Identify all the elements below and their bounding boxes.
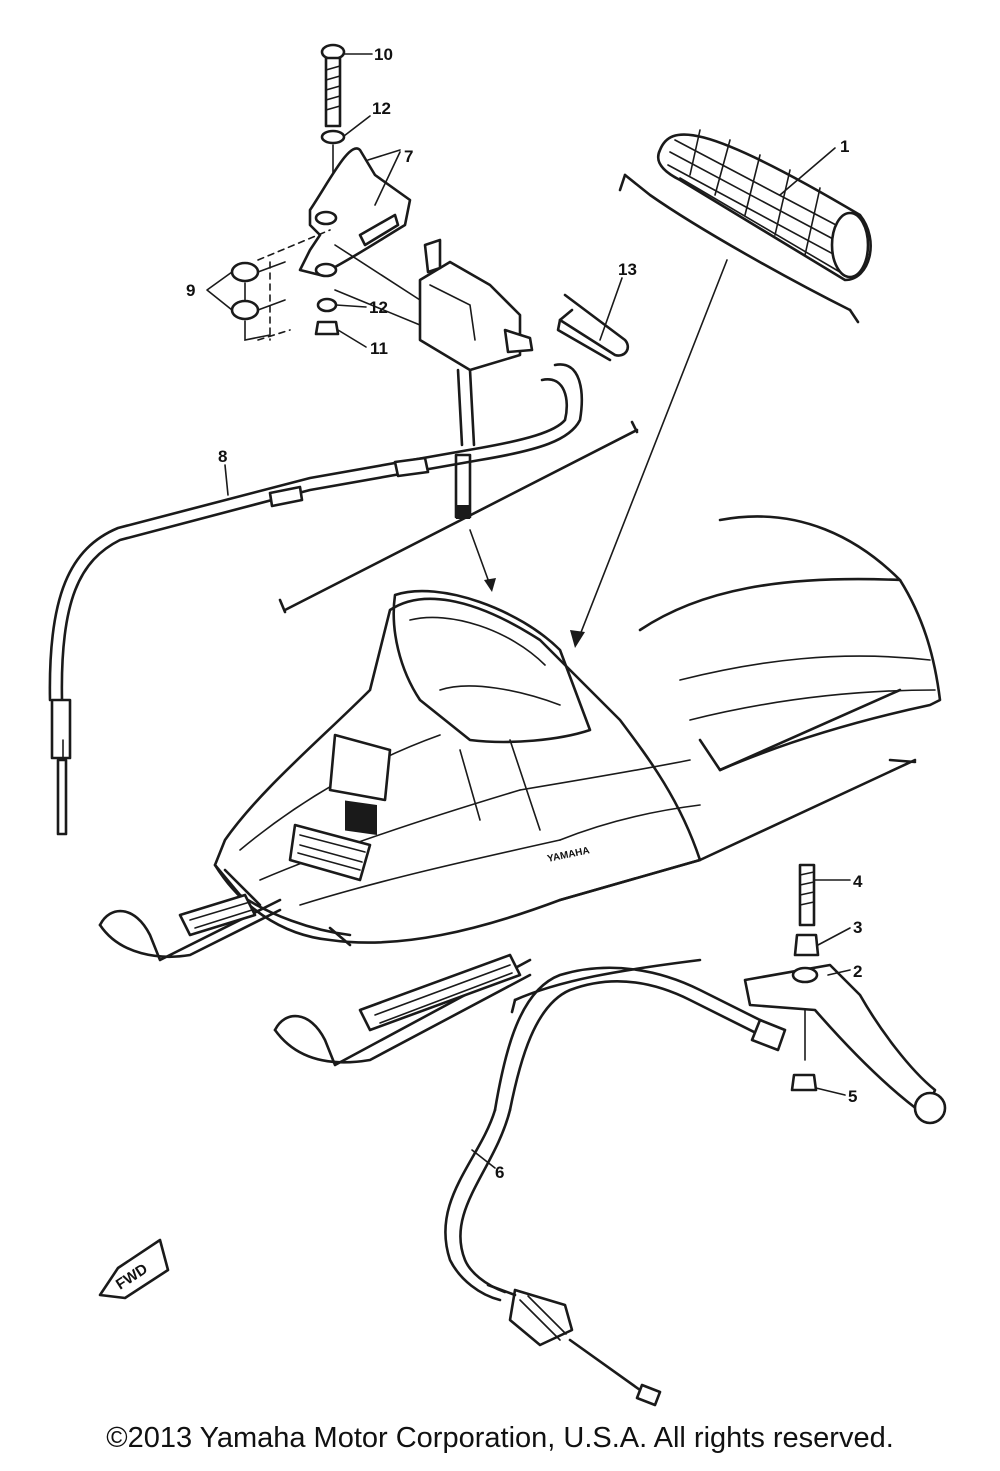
part-clip [556, 293, 630, 362]
callout-13: 13 [618, 260, 637, 279]
callout-12-lower: 12 [369, 298, 388, 317]
part-grip [570, 129, 872, 648]
callout-4: 4 [853, 872, 863, 891]
part-brake-assembly [444, 863, 947, 1407]
callout-10: 10 [374, 45, 393, 64]
hood-brand-text: YAMAHA [546, 845, 590, 865]
callout-8: 8 [218, 447, 227, 466]
ski-right [273, 953, 532, 1067]
callout-6: 6 [495, 1163, 504, 1182]
callout-2: 2 [853, 962, 862, 981]
callout-9: 9 [186, 281, 195, 300]
copyright-notice: ©2013 Yamaha Motor Corporation, U.S.A. A… [106, 1422, 894, 1454]
part-throttle-cable [48, 363, 584, 836]
callout-leaders [206, 53, 851, 1169]
callout-11: 11 [370, 339, 388, 358]
ski-left [98, 893, 282, 962]
snowmobile-body: YAMAHA [213, 515, 942, 947]
callout-1: 1 [840, 137, 849, 156]
parts-diagram: YAMAHA [48, 43, 947, 1407]
callout-5: 5 [848, 1087, 857, 1106]
callout-labels: 1 2 3 4 5 6 7 8 9 10 11 12 12 13 [186, 45, 863, 1182]
part-throttle-assembly [230, 43, 534, 592]
handlebar-line [283, 428, 639, 612]
callout-12-top: 12 [372, 99, 391, 118]
callout-3: 3 [853, 918, 862, 937]
callout-7: 7 [404, 147, 413, 166]
fwd-arrow: FWD [98, 1238, 170, 1300]
